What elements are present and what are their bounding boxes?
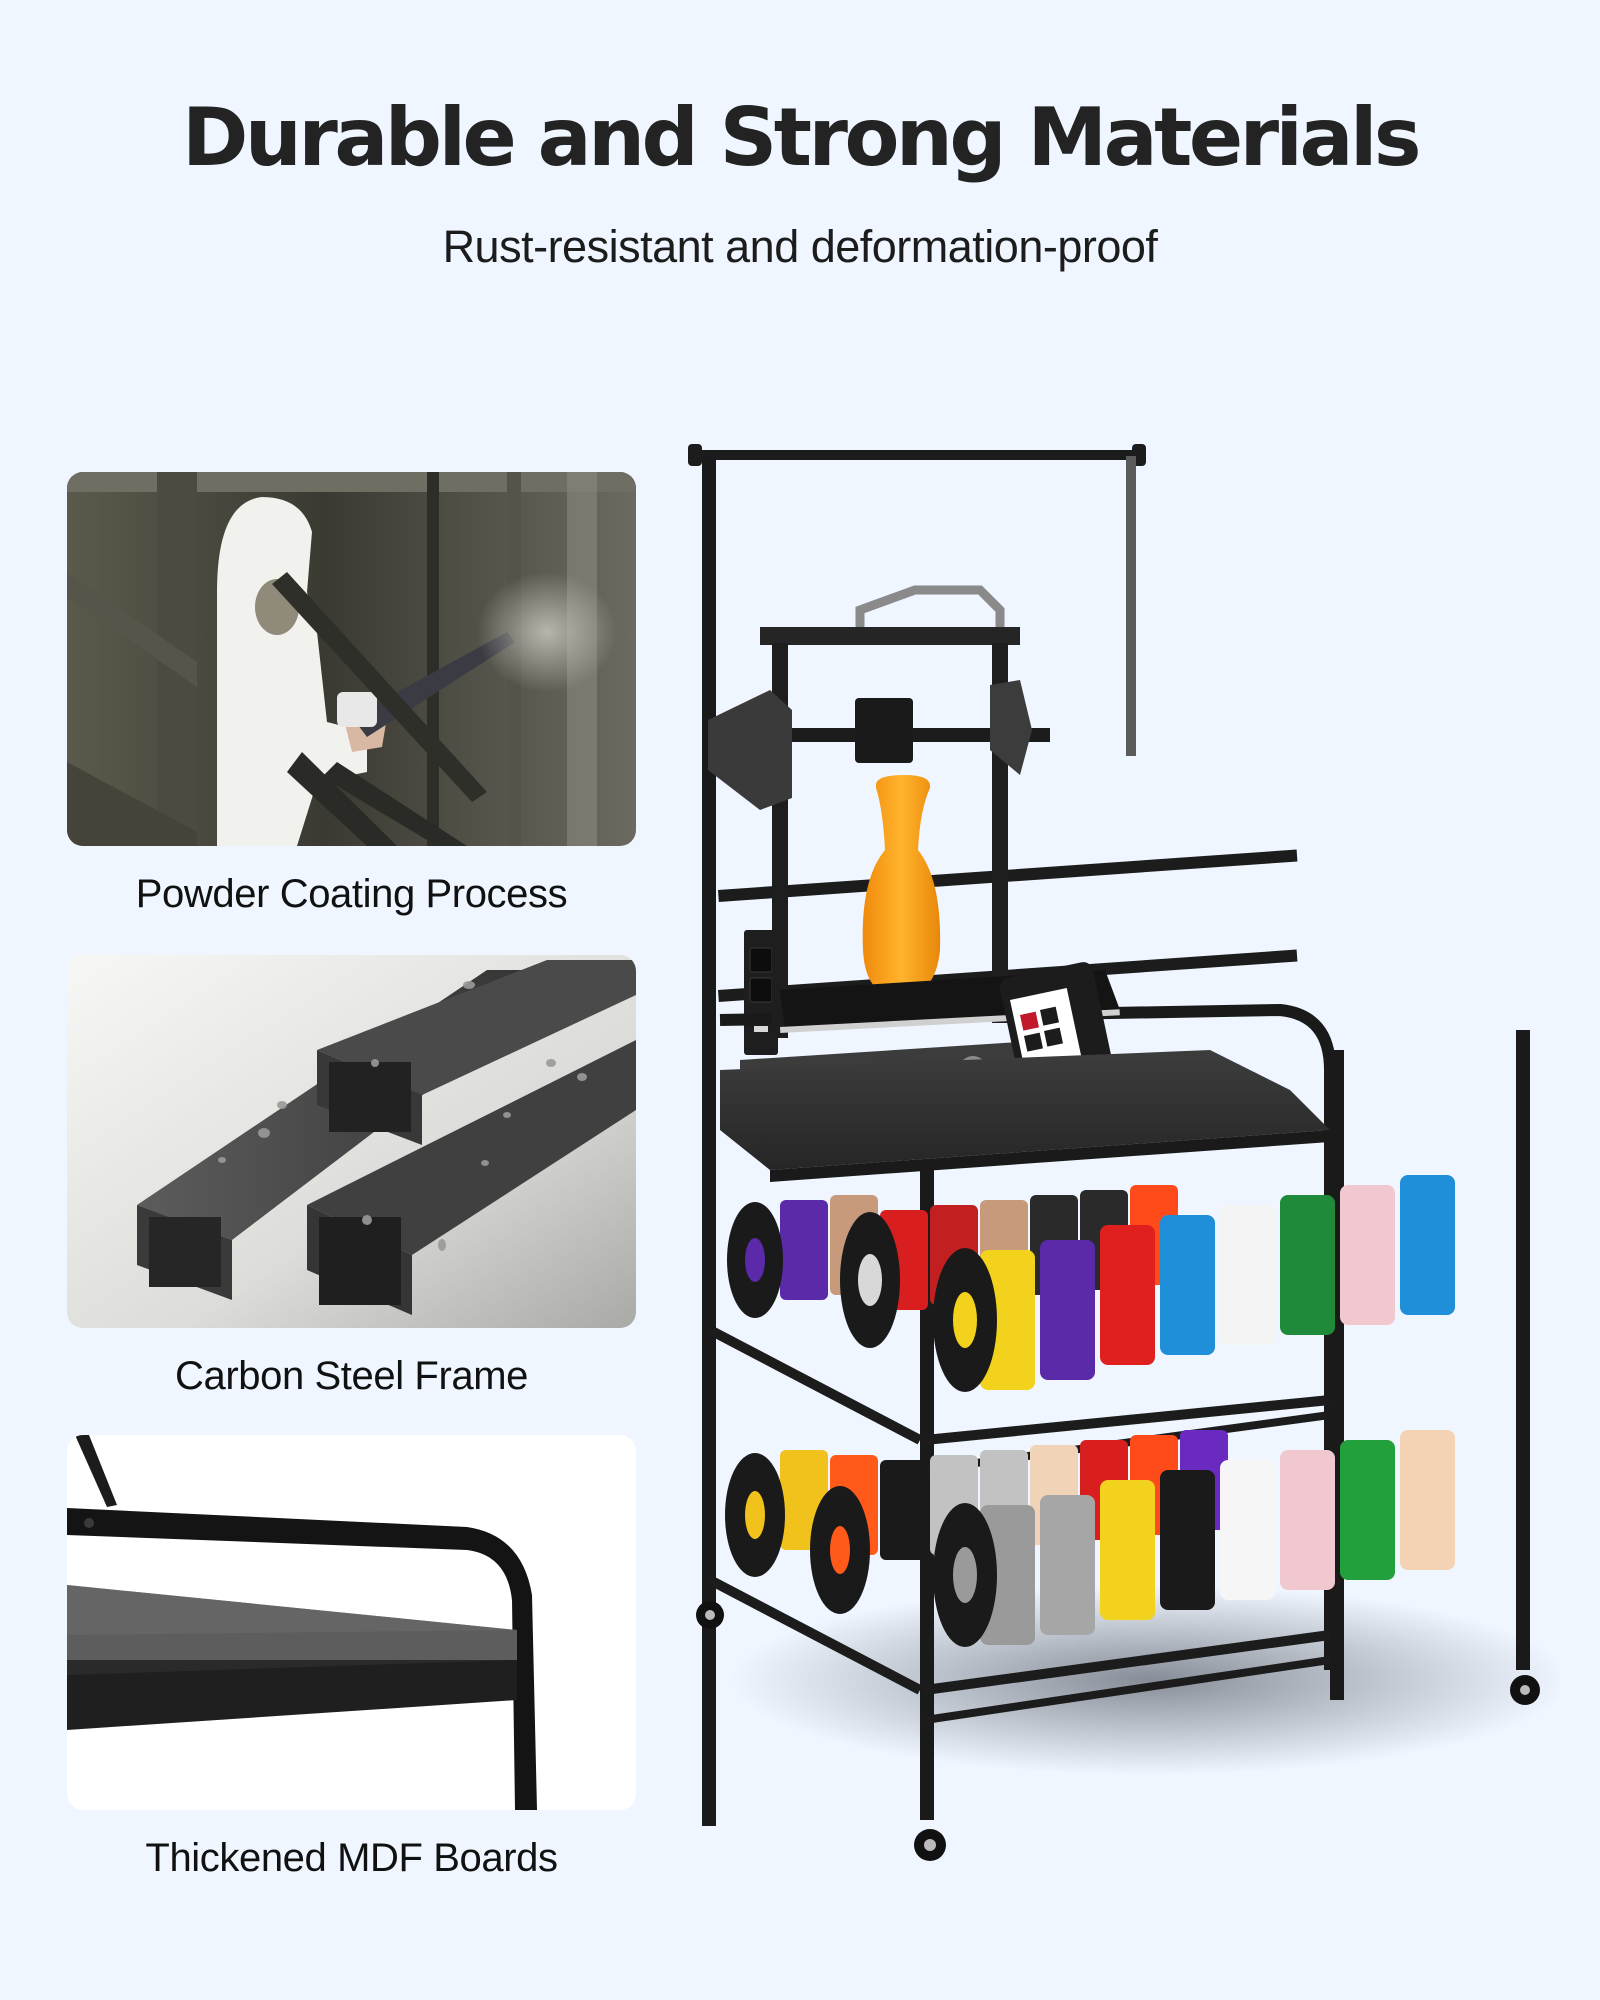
product-cart-illustration: [680, 430, 1560, 1910]
carbon-steel-photo: [67, 955, 636, 1328]
mdf-board-photo: [67, 1435, 636, 1810]
caster-wheels: [696, 1601, 1540, 1861]
feature-caption-steel: Carbon Steel Frame: [175, 1354, 528, 1398]
filament-spools-lower-front: [933, 1430, 1455, 1647]
powder-coating-photo: [67, 472, 636, 846]
feature-caption-mdf: Thickened MDF Boards: [145, 1836, 558, 1880]
filament-spools-upper-front: [840, 1175, 1455, 1392]
page-subtitle: Rust-resistant and deformation-proof: [442, 221, 1158, 272]
page-title: Durable and Strong Materials: [182, 91, 1421, 184]
rolling-cart-image: [688, 444, 1560, 1861]
feature-caption-powder: Powder Coating Process: [135, 872, 568, 916]
